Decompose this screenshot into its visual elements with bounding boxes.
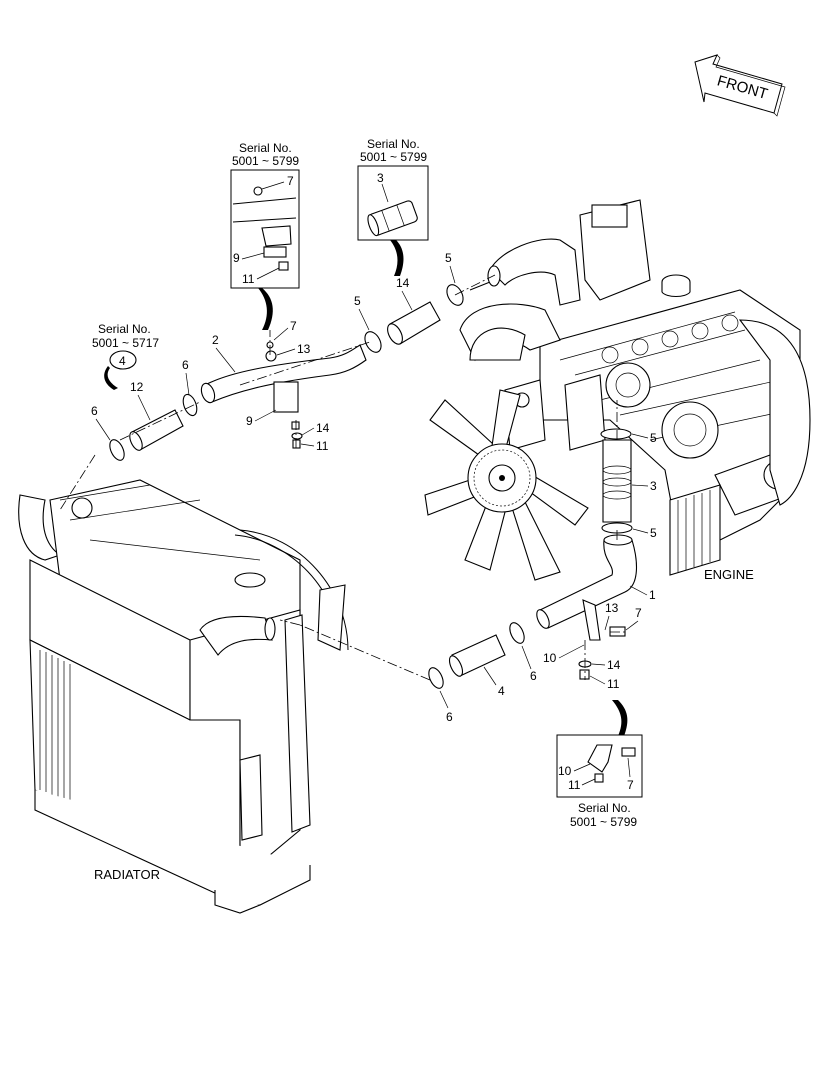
inset-tc-title: Serial No. [367, 137, 420, 151]
pointer-arrow-icon [258, 288, 273, 330]
bracket-icon [587, 744, 613, 773]
callout-14b: 14 [607, 658, 621, 672]
callout-6d: 6 [446, 710, 453, 724]
inset-bottom-right: 10 11 7 Serial No. 5001 ~ 5799 [556, 734, 643, 829]
pointer-arrow-icon [612, 700, 628, 736]
clamp-6c [509, 622, 525, 644]
bracket-icon [261, 225, 292, 247]
callout-13a: 13 [297, 342, 311, 356]
callout-5b: 5 [445, 251, 452, 265]
clamp-5a [364, 331, 382, 353]
inset-top-center: Serial No. 5001 ~ 5799 3 14 [357, 137, 429, 290]
inset-tl-label-9: 9 [233, 251, 240, 265]
inset-br-title: Serial No. [578, 801, 631, 815]
clamp-6a [182, 393, 198, 417]
inset-br-label-11: 11 [568, 778, 581, 792]
callout-10: 10 [543, 651, 557, 665]
inset-tl-label-11: 11 [242, 272, 255, 286]
callout-11b: 11 [607, 677, 620, 691]
inset-tl-range: 5001 ~ 5799 [232, 154, 299, 168]
lower-pipe-assembly [428, 428, 637, 736]
nut-icon [278, 261, 289, 271]
inset-br-label-7: 7 [627, 778, 634, 792]
pipe-bracket [273, 381, 299, 413]
clamp-5c [600, 428, 632, 440]
serial-left-title: Serial No. [98, 322, 151, 336]
inset-br-label-10: 10 [558, 764, 572, 778]
hose-3 [602, 439, 632, 523]
label-14-top: 14 [396, 276, 410, 290]
engine-label: ENGINE [704, 567, 754, 582]
serial-left-circled: 4 [119, 354, 126, 368]
callout-12: 12 [130, 380, 144, 394]
callout-11a: 11 [316, 439, 329, 453]
callout-6a: 6 [182, 358, 189, 372]
radiator [18, 479, 349, 914]
serial-note-left: Serial No. 5001 ~ 5717 4 [92, 322, 159, 390]
nut-icon [594, 773, 604, 783]
centerlines [59, 274, 625, 681]
radiator-label: RADIATOR [94, 867, 160, 882]
callout-2: 2 [212, 333, 219, 347]
callout-5d: 5 [650, 526, 657, 540]
upper-hose-assembly [109, 277, 501, 461]
clamp-6d [428, 667, 444, 689]
callout-4: 4 [498, 684, 505, 698]
callout-9: 9 [246, 414, 253, 428]
callout-13b: 13 [605, 601, 619, 615]
inset-tl-title: Serial No. [239, 141, 292, 155]
callout-7b: 7 [635, 606, 642, 620]
callout-7a: 7 [290, 319, 297, 333]
pointer-arrow-icon [104, 366, 118, 390]
inset-tc-label-3: 3 [377, 171, 384, 185]
pointer-arrow-icon [390, 240, 404, 276]
callout-6b: 6 [91, 404, 98, 418]
pipe-2 [204, 344, 367, 403]
engine-block [459, 199, 811, 576]
circled-badge [109, 350, 137, 370]
hose-sleeve-icon [367, 200, 418, 237]
callout-6c: 6 [530, 669, 537, 683]
callout-14a: 14 [316, 421, 330, 435]
bolt-icon [253, 186, 263, 196]
pipe-bracket-lower [582, 599, 601, 641]
callout-5c: 5 [650, 431, 657, 445]
serial-left-range: 5001 ~ 5717 [92, 336, 159, 350]
callout-3: 3 [650, 479, 657, 493]
callout-5a: 5 [354, 294, 361, 308]
cooling-fan [424, 389, 589, 581]
callout-1: 1 [649, 588, 656, 602]
inset-tc-range: 5001 ~ 5799 [360, 150, 427, 164]
inset-tl-label-7: 7 [287, 174, 294, 188]
front-arrow: FRONT [694, 54, 786, 117]
callouts: 12 6 6 2 7 13 9 14 11 5 5 5 3 5 1 13 7 1… [91, 251, 657, 724]
inset-top-left: Serial No. 5001 ~ 5799 7 9 11 [230, 141, 300, 330]
inset-br-range: 5001 ~ 5799 [570, 815, 637, 829]
clamp-6b [109, 439, 125, 461]
